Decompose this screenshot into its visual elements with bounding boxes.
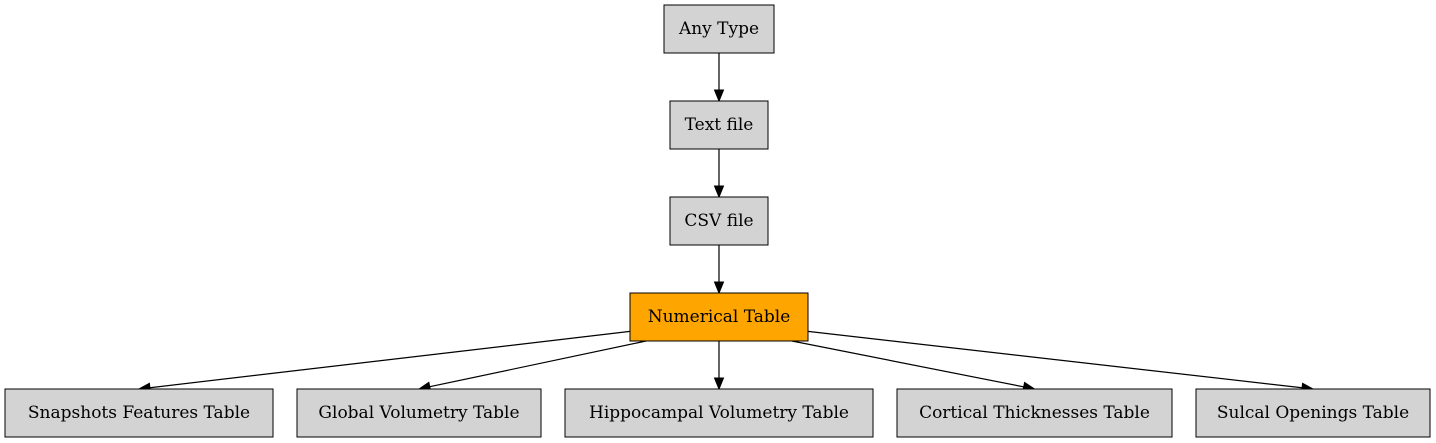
node-numerical-table-label: Numerical Table	[648, 307, 791, 327]
node-hippocampal-volumetry-table-label: Hippocampal Volumetry Table	[589, 403, 849, 423]
edge-any-type-to-text-file	[713, 53, 725, 103]
node-any-type[interactable]: Any Type	[663, 4, 775, 54]
nodes-layer: Any Type Text file CSV file Numerical Ta…	[4, 4, 1431, 438]
node-csv-file[interactable]: CSV file	[669, 196, 769, 246]
edge-numerical-table-to-hippocampal-volumetry-table	[713, 341, 725, 391]
node-any-type-label: Any Type	[678, 19, 759, 39]
edge-numerical-table-to-snapshots-features-table	[137, 330, 631, 393]
node-cortical-thicknesses-table-label: Cortical Thicknesses Table	[919, 403, 1150, 423]
edge-numerical-table-to-sulcal-openings-table	[807, 330, 1315, 393]
node-global-volumetry-table[interactable]: Global Volumetry Table	[296, 388, 542, 438]
node-text-file-label: Text file	[685, 115, 754, 135]
node-numerical-table[interactable]: Numerical Table	[629, 292, 809, 342]
node-text-file[interactable]: Text file	[669, 100, 769, 150]
edge-numerical-table-to-global-volumetry-table	[417, 340, 647, 392]
edge-text-file-to-csv-file	[713, 149, 725, 199]
edge-numerical-table-to-cortical-thicknesses-table	[791, 340, 1036, 392]
node-csv-file-label: CSV file	[684, 211, 753, 231]
node-sulcal-openings-table[interactable]: Sulcal Openings Table	[1195, 388, 1431, 438]
node-snapshots-features-table[interactable]: Snapshots Features Table	[4, 388, 274, 438]
node-snapshots-features-table-label: Snapshots Features Table	[28, 403, 250, 423]
edge-csv-file-to-numerical-table	[713, 245, 725, 295]
node-global-volumetry-table-label: Global Volumetry Table	[318, 403, 519, 423]
node-hippocampal-volumetry-table[interactable]: Hippocampal Volumetry Table	[564, 388, 874, 438]
node-cortical-thicknesses-table[interactable]: Cortical Thicknesses Table	[896, 388, 1173, 438]
node-sulcal-openings-table-label: Sulcal Openings Table	[1217, 403, 1409, 423]
